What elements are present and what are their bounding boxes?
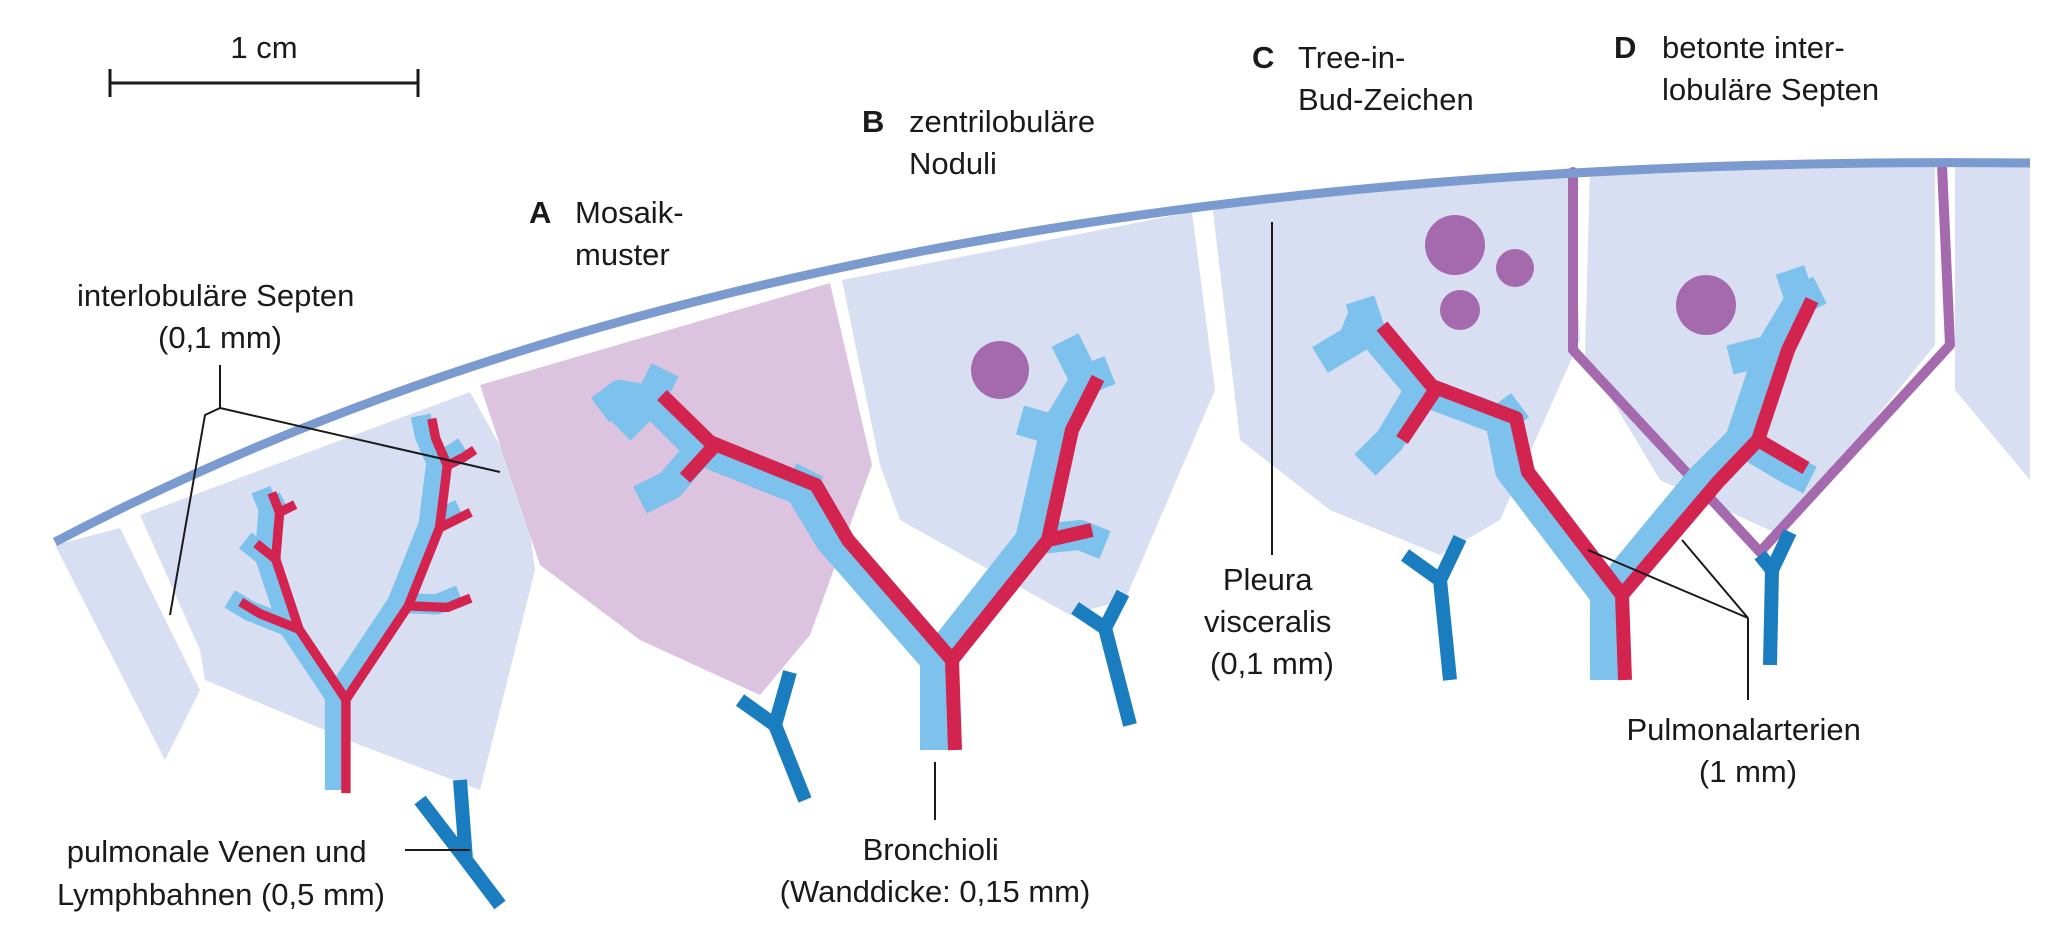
leader-lines <box>169 222 1749 851</box>
tree-A-B-shared <box>591 333 1116 751</box>
bronchiole-artery-trees <box>230 265 1827 793</box>
scale-bar-label: 1 cm <box>230 30 297 65</box>
nodule <box>1496 249 1534 287</box>
arteries-label: Pulmonalarterien (1 mm) <box>1627 712 1870 789</box>
vein-lymph-branch <box>1071 589 1137 727</box>
lobule-partial-left <box>55 528 200 760</box>
pattern-letter: B <box>862 104 884 139</box>
pattern-text: Mosaik- muster <box>575 195 692 272</box>
pattern-text: betonte inter- lobuläre Septen <box>1662 30 1879 107</box>
nodule <box>1440 290 1480 330</box>
pulmonary-artery <box>657 374 1105 751</box>
leader-septa <box>169 365 501 616</box>
vein-lymph-branch <box>1754 529 1797 666</box>
nodule <box>1676 275 1736 335</box>
pattern-letter: C <box>1252 40 1274 75</box>
nodules <box>971 215 1736 399</box>
labels: interlobuläre Septen (0,1 mm) pulmonale … <box>57 30 1879 912</box>
pattern-letter: A <box>529 195 551 230</box>
pattern-label-D: D betonte inter- lobuläre Septen <box>1614 30 1879 107</box>
pattern-text: zentrilobuläre Noduli <box>909 104 1104 181</box>
thick-septum-outline <box>1568 160 1955 557</box>
pattern-label-B: B zentrilobuläre Noduli <box>862 104 1104 181</box>
lobule-partial-right <box>1955 158 2030 480</box>
nodule <box>1425 215 1485 275</box>
leader-arteries <box>1587 539 1749 700</box>
pleura-label: Pleura visceralis (0,1 mm) <box>1204 562 1340 681</box>
bronchioles-label: Bronchioli (Wanddicke: 0,15 mm) <box>780 832 1091 909</box>
pleura-visceralis-line <box>52 158 2031 546</box>
tree-C-D-shared <box>1312 265 1827 681</box>
pattern-letter: D <box>1614 30 1636 65</box>
vein-lymph-branch <box>414 779 506 910</box>
veins-lymphatics <box>414 529 1797 910</box>
vein-lymph-branch <box>735 670 812 803</box>
pattern-label-C: C Tree-in- Bud-Zeichen <box>1252 40 1474 117</box>
scale-bar <box>108 69 420 97</box>
nodule <box>971 341 1029 399</box>
septa-label: interlobuläre Septen (0,1 mm) <box>77 278 363 355</box>
pattern-text: Tree-in- Bud-Zeichen <box>1298 40 1474 117</box>
pulmonary-artery <box>1376 296 1819 681</box>
pattern-label-A: A Mosaik- muster <box>529 195 692 272</box>
vein-lymph-branch <box>1400 534 1467 681</box>
veins-lymph-label: pulmonale Venen und Lymphbahnen (0,5 mm) <box>57 834 385 912</box>
